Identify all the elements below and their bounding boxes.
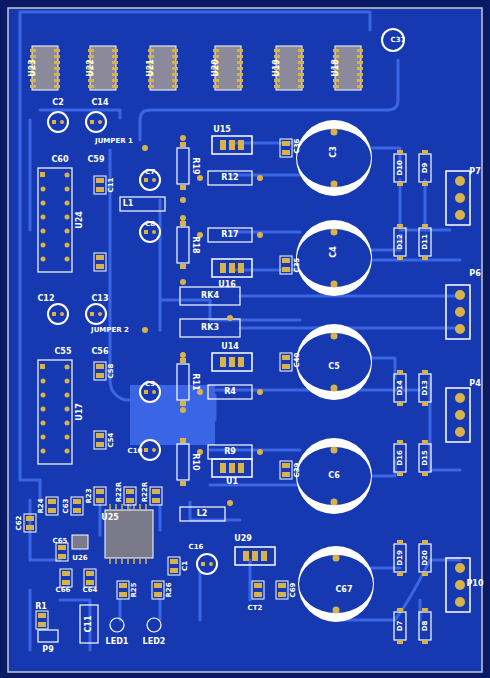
part-label: JUMPER 1 — [95, 138, 133, 145]
part-label: C35 — [294, 258, 301, 273]
part-label: P4 — [469, 380, 480, 388]
part-label: U18 — [332, 59, 340, 77]
part-label: C39 — [294, 463, 301, 478]
part-label: C6 — [328, 472, 339, 480]
part-label: D20 — [422, 550, 429, 566]
part-label: D8 — [422, 621, 429, 632]
part-label: C14 — [91, 99, 108, 107]
part-label: P9 — [42, 646, 53, 654]
part-label: U19 — [273, 59, 281, 77]
part-label: D10 — [397, 160, 404, 176]
part-label: D15 — [422, 450, 429, 466]
part-label: D13 — [422, 380, 429, 396]
part-label: C11 — [108, 178, 115, 193]
part-label: R22R — [116, 482, 123, 503]
part-label: D19 — [397, 550, 404, 566]
part-label: C40 — [294, 353, 301, 368]
part-label: U25 — [101, 514, 119, 522]
part-label: C10 — [128, 448, 143, 455]
part-label: D11 — [422, 234, 429, 250]
part-label: L1 — [123, 200, 134, 208]
part-label: C59 — [87, 156, 104, 164]
part-label: R23 — [86, 488, 93, 503]
part-label: R17 — [221, 231, 238, 239]
part-label: C67 — [335, 586, 352, 594]
part-label: C69 — [290, 583, 297, 598]
part-label: R26 — [166, 582, 173, 597]
part-label: C8 — [145, 221, 155, 228]
part-label: D9 — [422, 163, 429, 174]
part-label: C13 — [91, 295, 108, 303]
part-label: D12 — [397, 234, 404, 250]
part-label: C62 — [16, 516, 23, 531]
part-label: D7 — [397, 621, 404, 632]
part-label: C16 — [189, 544, 204, 551]
part-label: R24 — [38, 498, 45, 513]
part-label: C65 — [53, 538, 68, 545]
part-label: C66 — [56, 587, 71, 594]
part-label: U26 — [72, 555, 87, 562]
part-label: C60 — [51, 156, 68, 164]
part-label: R4 — [224, 388, 236, 396]
part-label: C55 — [54, 348, 71, 356]
part-label: R25 — [131, 582, 138, 597]
part-label: U23 — [29, 59, 37, 77]
part-label: C54 — [108, 433, 115, 448]
part-label: CT2 — [248, 605, 263, 612]
part-label: L2 — [197, 510, 208, 518]
part-label: P7 — [469, 168, 480, 176]
part-label: LED1 — [106, 638, 129, 646]
part-label: C56 — [91, 348, 108, 356]
part-label: U14 — [221, 343, 239, 351]
part-label: D16 — [397, 450, 404, 466]
part-label: R19 — [191, 157, 199, 174]
part-label: R11 — [191, 373, 199, 390]
part-label: P6 — [469, 270, 480, 278]
part-label: U20 — [212, 59, 220, 77]
part-label: R12 — [221, 174, 238, 182]
part-label: C4 — [330, 246, 338, 257]
part-label: U29 — [234, 535, 252, 543]
part-label: U22 — [87, 59, 95, 77]
part-label: C7 — [145, 169, 155, 176]
part-label: R9 — [224, 448, 236, 456]
part-label: R18 — [191, 236, 199, 253]
part-label: C12 — [37, 295, 54, 303]
part-label: U24 — [76, 211, 84, 229]
part-label: C5 — [328, 363, 339, 371]
part-label: C11 — [85, 615, 93, 632]
part-label: C2 — [52, 99, 63, 107]
part-label: U15 — [213, 126, 231, 134]
part-label: RK3 — [201, 324, 219, 332]
part-label: C63 — [63, 499, 70, 514]
part-label: U16 — [218, 281, 236, 289]
part-label: C37 — [391, 37, 406, 44]
part-label: C58 — [108, 364, 115, 379]
part-label: U17 — [76, 403, 84, 421]
part-label: R10 — [191, 453, 199, 470]
part-label: LED2 — [143, 638, 166, 646]
part-label: D14 — [397, 380, 404, 396]
part-label: JUMPER 2 — [91, 327, 129, 334]
part-label: C9 — [145, 381, 155, 388]
part-label: C3 — [330, 146, 338, 157]
part-label: P10 — [467, 580, 484, 588]
part-label: C1 — [182, 561, 189, 571]
part-label: R1 — [35, 603, 47, 611]
part-label: C36 — [294, 139, 301, 154]
part-label: U1 — [226, 478, 238, 486]
part-label: RK4 — [201, 292, 219, 300]
part-label: C64 — [83, 587, 98, 594]
part-label: U21 — [147, 59, 155, 77]
part-label: R22R — [142, 482, 149, 503]
